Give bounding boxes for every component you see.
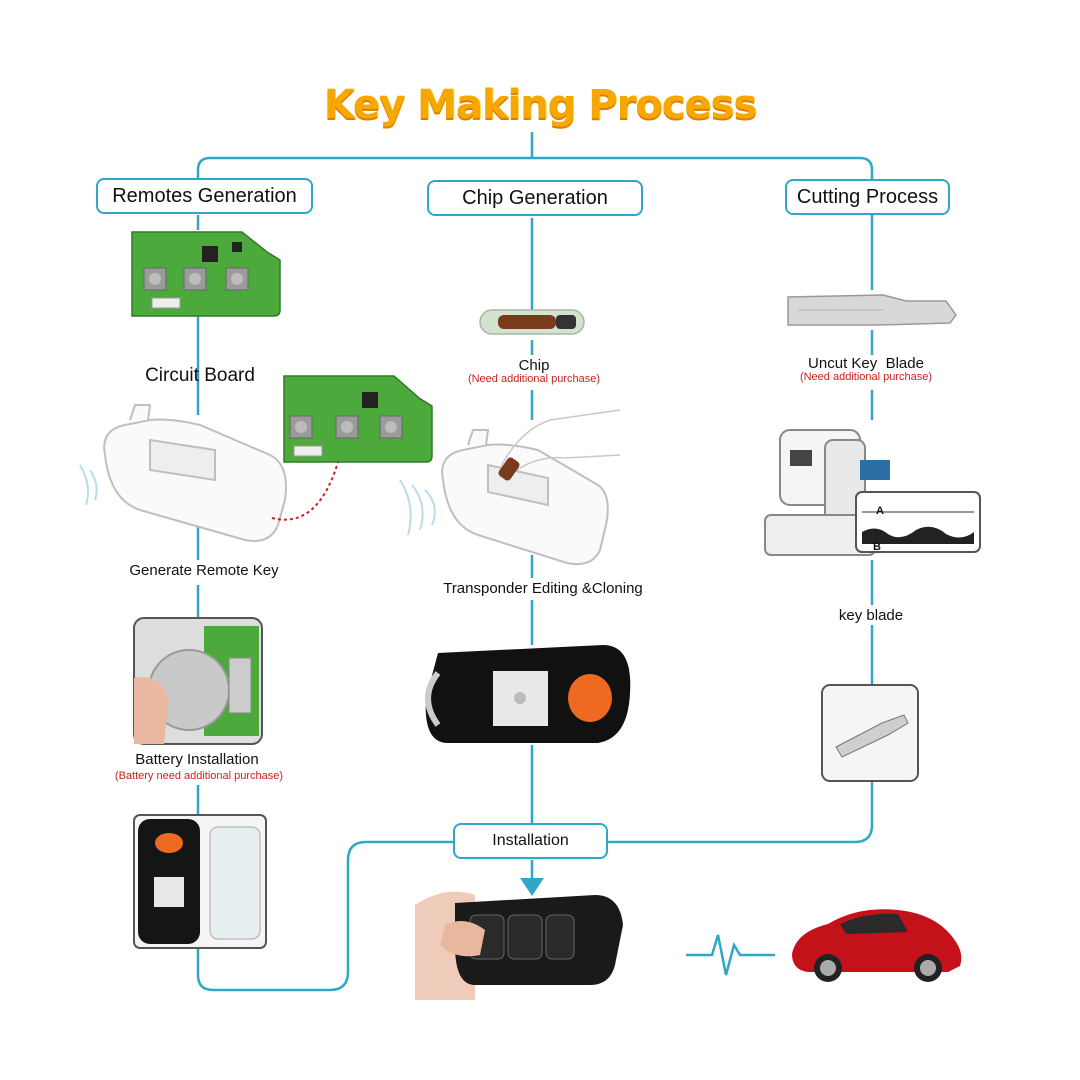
open-key-photo <box>133 814 267 949</box>
label-chip: Chip <box>518 357 550 374</box>
heartbeat-icon <box>686 934 775 976</box>
battery-photo <box>133 617 263 745</box>
finished-key-photo <box>415 891 623 1000</box>
stage-label: Cutting Process <box>796 185 939 208</box>
car-icon <box>792 909 962 982</box>
cut-profile-graph <box>855 491 981 553</box>
note-blade: (Need additional purchase) <box>799 371 933 383</box>
chip-icon <box>479 309 585 335</box>
circuit-board-icon <box>131 231 281 317</box>
key-blade-photo <box>821 684 919 782</box>
stage-chip-generation: Chip Generation <box>427 180 643 216</box>
stage-label: Chip Generation <box>462 186 608 209</box>
wave-left <box>79 464 98 506</box>
label-circuit-board: Circuit Board <box>145 365 255 386</box>
wave-mid <box>399 479 436 536</box>
key-blade-icon <box>787 294 957 326</box>
key-cutting-machine-icon <box>764 429 890 556</box>
handheld-programmer-icon <box>441 429 609 566</box>
stage-label: Remotes Generation <box>112 184 297 207</box>
label-uncut-blade: Uncut Key Blade <box>808 355 924 372</box>
flip-key-icon <box>425 645 631 743</box>
stage-label: Installation <box>492 832 569 849</box>
label-battery-installation: Battery Installation <box>135 751 259 768</box>
stage-cutting-process: Cutting Process <box>785 179 950 215</box>
label-transponder: Transponder Editing &Cloning <box>443 580 643 597</box>
graph-marker-b: B <box>873 541 881 553</box>
note-battery: (Battery need additional purchase) <box>114 770 284 782</box>
label-key-blade: key blade <box>838 607 904 624</box>
handheld-programmer-icon <box>103 404 287 542</box>
stage-installation: Installation <box>453 823 608 859</box>
connect-dotted-line <box>271 454 341 521</box>
stage-remotes-generation: Remotes Generation <box>96 178 313 214</box>
connector-lines <box>196 132 874 992</box>
note-chip: (Need additional purchase) <box>467 373 601 385</box>
page-title: Key Making Process <box>323 82 758 128</box>
circuit-board-icon <box>283 375 433 463</box>
graph-marker-a: A <box>876 505 884 517</box>
label-generate-remote-key: Generate Remote Key <box>129 562 279 579</box>
chip-in-hand <box>498 457 520 481</box>
arrow-down-icon <box>520 878 544 896</box>
